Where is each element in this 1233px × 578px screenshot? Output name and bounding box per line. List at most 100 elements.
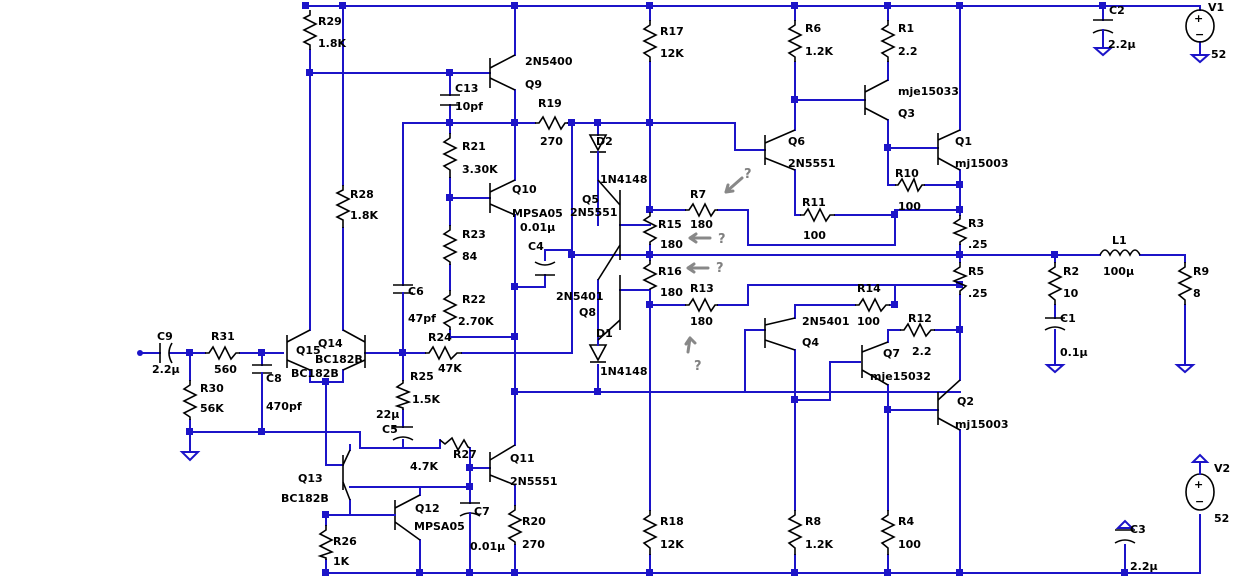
label-r19-id: R19 xyxy=(538,97,562,110)
ground-r30 xyxy=(179,451,201,462)
label-q10-value: MPSA05 xyxy=(512,207,563,220)
label-r1-id: R1 xyxy=(898,22,914,35)
label-r4-id: R4 xyxy=(898,515,914,528)
label-c4-id: C4 xyxy=(528,240,544,253)
resistor-r21 xyxy=(442,133,458,178)
label-r31-value: 560 xyxy=(214,363,237,376)
label-c1-id: C1 xyxy=(1060,312,1076,325)
label-r1-value: 2.2 xyxy=(898,45,918,58)
label-r6-id: R6 xyxy=(805,22,821,35)
label-q1-value: mj15003 xyxy=(955,157,1009,170)
label-q11-value: 2N5551 xyxy=(510,475,557,488)
label-c6-id: C6 xyxy=(408,285,424,298)
question-mark-r16: ? xyxy=(716,261,724,276)
label-r6-value: 1.2K xyxy=(805,45,833,58)
label-r7-id: R7 xyxy=(690,188,706,201)
label-r28-value: 1.8K xyxy=(350,209,378,222)
arrow-r7 xyxy=(724,176,744,194)
label-c2-id: C2 xyxy=(1109,4,1125,17)
transistor-q13 xyxy=(342,449,351,501)
label-r12-id: R12 xyxy=(908,312,932,325)
transistor-q12 xyxy=(389,494,421,541)
label-r25-id: R25 xyxy=(410,370,434,383)
arrow-r13 xyxy=(684,336,697,354)
label-q8-id: Q8 xyxy=(579,306,596,319)
junction-nodes xyxy=(186,2,1128,576)
transistor-q10 xyxy=(489,179,516,216)
label-v1-id: V1 xyxy=(1208,1,1224,14)
label-r5-value: .25 xyxy=(968,287,988,300)
resistor-r24 xyxy=(425,345,462,361)
label-c9-id: C9 xyxy=(157,330,173,343)
label-q8-value: 2N5401 xyxy=(556,290,603,303)
capacitor-c5 xyxy=(392,426,414,441)
ground-c1 xyxy=(1044,364,1066,374)
label-r24-value: 47K xyxy=(438,362,462,375)
label-c13-id: C13 xyxy=(455,82,478,95)
label-r14-id: R14 xyxy=(857,282,881,295)
label-q9-id: Q9 xyxy=(525,78,542,91)
question-mark-r15: ? xyxy=(718,232,726,247)
resistor-r10 xyxy=(895,176,925,193)
capacitor-c9 xyxy=(159,342,173,364)
resistor-r27 xyxy=(439,436,471,452)
label-r8-id: R8 xyxy=(805,515,821,528)
label-q2-id: Q2 xyxy=(957,395,974,408)
label-q2-value: mj15003 xyxy=(955,418,1009,431)
label-r17-id: R17 xyxy=(660,25,684,38)
label-r5-id: R5 xyxy=(968,265,984,278)
svg-text:−: − xyxy=(1195,28,1204,41)
label-r11-value: 100 xyxy=(803,229,826,242)
resistor-r25 xyxy=(394,380,412,410)
resistor-r11 xyxy=(800,207,835,223)
label-r7-value: 180 xyxy=(690,218,713,231)
capacitor-c8 xyxy=(252,364,272,386)
label-q3-value: mje15033 xyxy=(898,85,959,98)
label-r23-value: 84 xyxy=(462,250,478,263)
svg-text:+: + xyxy=(1194,478,1203,491)
label-r3-id: R3 xyxy=(968,217,984,230)
capacitor-c1 xyxy=(1044,317,1066,331)
diode-d2 xyxy=(588,134,608,161)
label-r15-id: R15 xyxy=(658,218,682,231)
label-q12-value: MPSA05 xyxy=(414,520,465,533)
label-q14-value: BC182B xyxy=(315,353,363,366)
label-r30-value: 56K xyxy=(200,402,224,415)
resistor-r12 xyxy=(900,322,935,338)
label-r19-value: 270 xyxy=(540,135,563,148)
label-r26-value: 1K xyxy=(333,555,350,568)
resistor-r26 xyxy=(317,525,335,560)
label-q4-id: Q4 xyxy=(802,336,819,349)
label-q6-value: 2N5551 xyxy=(788,157,835,170)
transistor-q6 xyxy=(764,129,796,171)
ground-c2 xyxy=(1092,47,1114,57)
label-r9-value: 8 xyxy=(1193,287,1201,300)
label-c4-value: 0.01µ xyxy=(520,221,555,234)
label-r13-value: 180 xyxy=(690,315,713,328)
label-r22-id: R22 xyxy=(462,293,486,306)
label-r16-id: R16 xyxy=(658,265,682,278)
label-r13-id: R13 xyxy=(690,282,714,295)
question-mark-r13: ? xyxy=(694,359,702,374)
resistor-r23 xyxy=(442,225,458,265)
transistor-q11 xyxy=(489,444,516,486)
capacitor-c3 xyxy=(1114,529,1136,544)
resistor-r17 xyxy=(642,20,658,62)
resistor-r9 xyxy=(1177,262,1193,305)
label-r27-value: 4.7K xyxy=(410,460,438,473)
label-r28-id: R28 xyxy=(350,188,374,201)
label-r11-id: R11 xyxy=(802,196,826,209)
transistors xyxy=(286,54,961,541)
label-r29-value: 1.8K xyxy=(318,37,346,50)
resistor-r31 xyxy=(205,345,240,361)
label-c7-id: C7 xyxy=(474,505,490,518)
label-r30-id: R30 xyxy=(200,382,224,395)
label-r3-value: .25 xyxy=(968,238,988,251)
label-r23-id: R23 xyxy=(462,228,486,241)
transistor-q3 xyxy=(864,79,889,121)
label-v1-value: 52 xyxy=(1211,48,1226,61)
labels: R29 1.8K R28 1.8K C13 10pf 2N5400 Q9 R19… xyxy=(152,1,1230,573)
resistor-r15 xyxy=(642,212,658,245)
voltage-source-v1: + − xyxy=(1185,9,1215,43)
